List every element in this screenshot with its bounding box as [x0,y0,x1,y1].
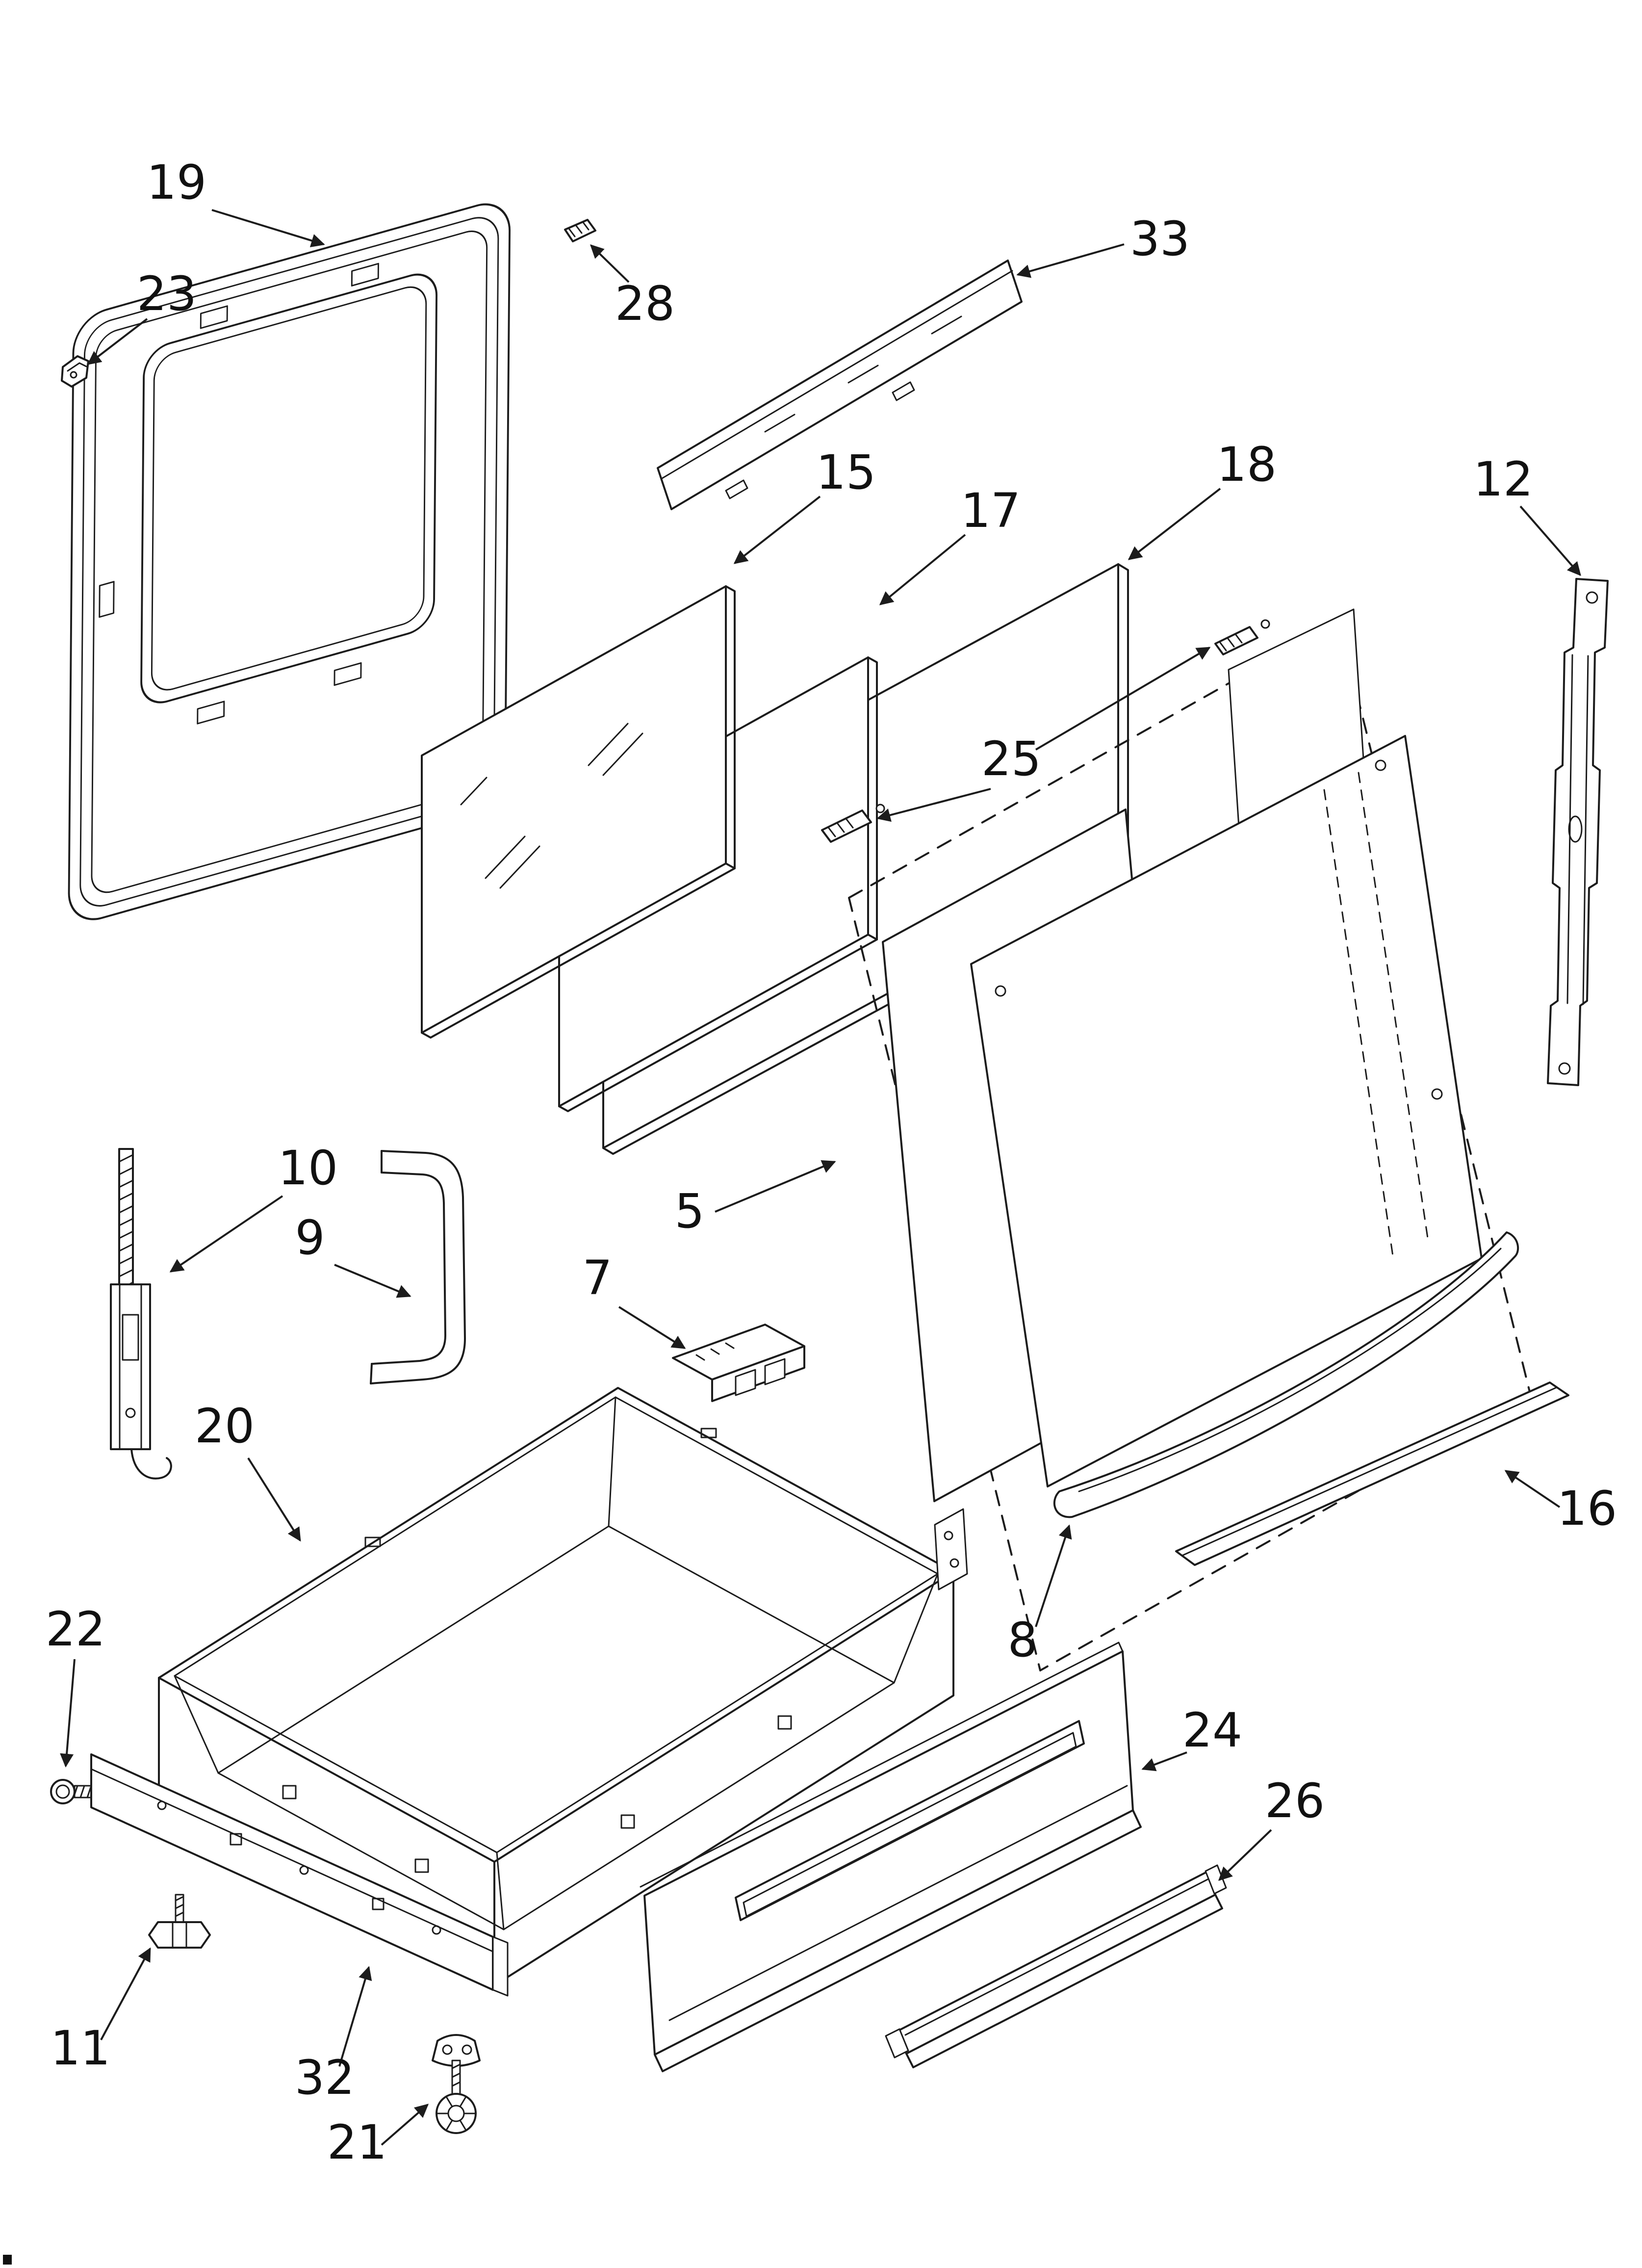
callout-32: 32 [295,2050,355,2105]
part-7-bracket [672,1324,805,1402]
leader-12 [1519,505,1581,576]
leader-10 [169,1195,283,1273]
callout-16: 16 [1557,1481,1617,1536]
leader-25a [1035,647,1211,751]
part-8-door-bottom-trim [1053,1231,1519,1518]
leader-17 [879,534,966,605]
leader-24 [1141,1751,1187,1772]
part-9-door-handle [370,1150,466,1384]
callout-28: 28 [615,276,675,331]
leader-21 [381,2104,429,2146]
leader-5 [715,1160,836,1213]
part-23-bracket [61,355,89,388]
part-16-bottom-strip [1175,1382,1569,1566]
leader-26 [1218,1829,1272,1881]
leader-lines [60,209,1581,2146]
leader-28 [590,244,630,283]
callout-21: 21 [327,2115,387,2170]
leader-32 [338,1966,372,2067]
callout-5: 5 [674,1184,704,1239]
page-artifact-mark [3,2255,12,2265]
part-5-door-assembly [848,608,1531,1671]
leader-33 [1016,243,1125,278]
leader-25b [876,788,991,822]
drawer-corner-bracket [934,1508,968,1590]
callout-18: 18 [1217,437,1277,492]
part-12-side-trim-bracket [1547,578,1609,1086]
part-21-caster-foot [432,2034,481,2134]
callout-17: 17 [961,483,1021,538]
callout-8: 8 [1007,1613,1037,1668]
leader-15 [733,495,821,564]
leader-7 [618,1306,686,1349]
callout-23: 23 [137,266,197,321]
part-11-leveling-foot [148,1894,211,1949]
callout-11: 11 [51,2021,110,2076]
part-19-outer-door-panel [68,203,511,920]
part-17-inner-glass-panel [558,656,878,1112]
leader-18 [1128,488,1221,560]
callout-25: 25 [981,731,1041,786]
callout-10: 10 [278,1141,338,1196]
leader-8 [1035,1524,1072,1627]
callout-26: 26 [1265,1773,1325,1828]
callout-19: 19 [147,155,206,210]
part-28-clip [564,219,596,242]
part-25-hinge-clip-upper [1214,619,1270,655]
part-24-drawer-front-panel [640,1642,1142,2072]
part-26-drawer-handle-trim [885,1864,1227,2068]
part-15-door-glass [421,585,736,1039]
leader-16 [1504,1470,1561,1508]
drawer-vent-slot [735,1720,1085,1921]
leader-11 [100,1947,151,2040]
callout-20: 20 [195,1399,255,1454]
leader-22 [60,1659,76,1768]
door-inner-panel [970,735,1483,1487]
callout-33: 33 [1130,211,1190,266]
part-10-door-hinge [110,1148,172,1480]
callout-9: 9 [295,1210,325,1265]
leader-19 [211,209,325,247]
callout-24: 24 [1182,1703,1242,1758]
part-32-front-rail [90,1753,509,1997]
leader-20 [247,1457,301,1542]
part-20-drawer-body [158,1387,968,1986]
callout-7: 7 [582,1251,612,1305]
leader-9 [334,1264,411,1298]
part-33-top-trim-strip [657,260,1023,510]
callout-12: 12 [1473,452,1533,507]
leader-23 [87,318,148,365]
callout-labels: 19 23 28 33 15 17 18 12 25 5 10 9 7 20 2… [46,155,1617,2170]
callout-22: 22 [46,1602,105,1657]
callout-15: 15 [816,445,876,500]
